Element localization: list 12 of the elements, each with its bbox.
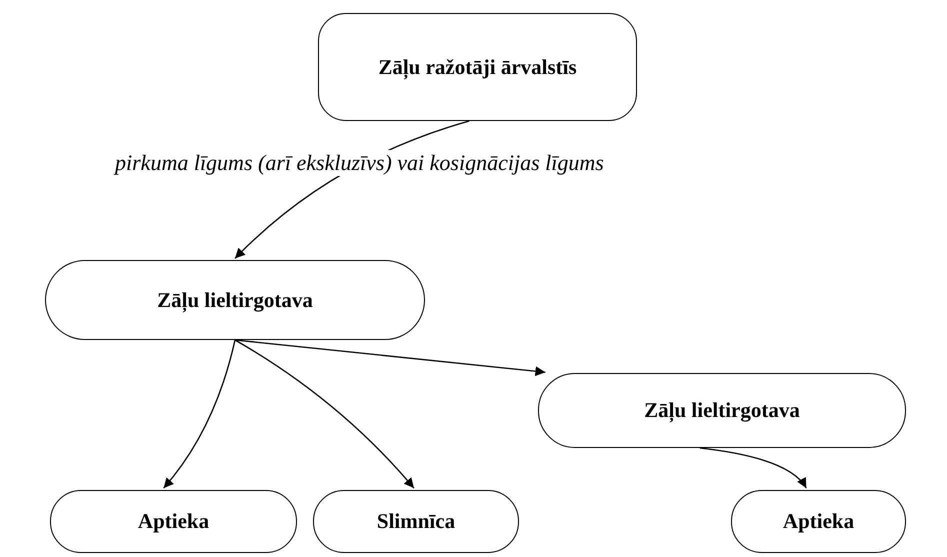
node-label: Zāļu lieltirgotava [157,288,313,312]
arrow [163,340,236,489]
node-label: Zāļu ražotāji ārvalstīs [378,54,577,80]
node-label: Aptieka [782,509,854,534]
arrow [234,339,546,376]
node-label: Slimnīca [376,509,456,534]
arrow [234,339,414,489]
edge-label: pirkuma līgums (arī ekskluzīvs) vai kosignācijas līgums [113,150,606,176]
node-label: Aptieka [138,509,210,534]
arrow [700,447,807,488]
rounded-box [318,13,637,121]
node-label: Zāļu lieltirgotava [644,398,800,423]
